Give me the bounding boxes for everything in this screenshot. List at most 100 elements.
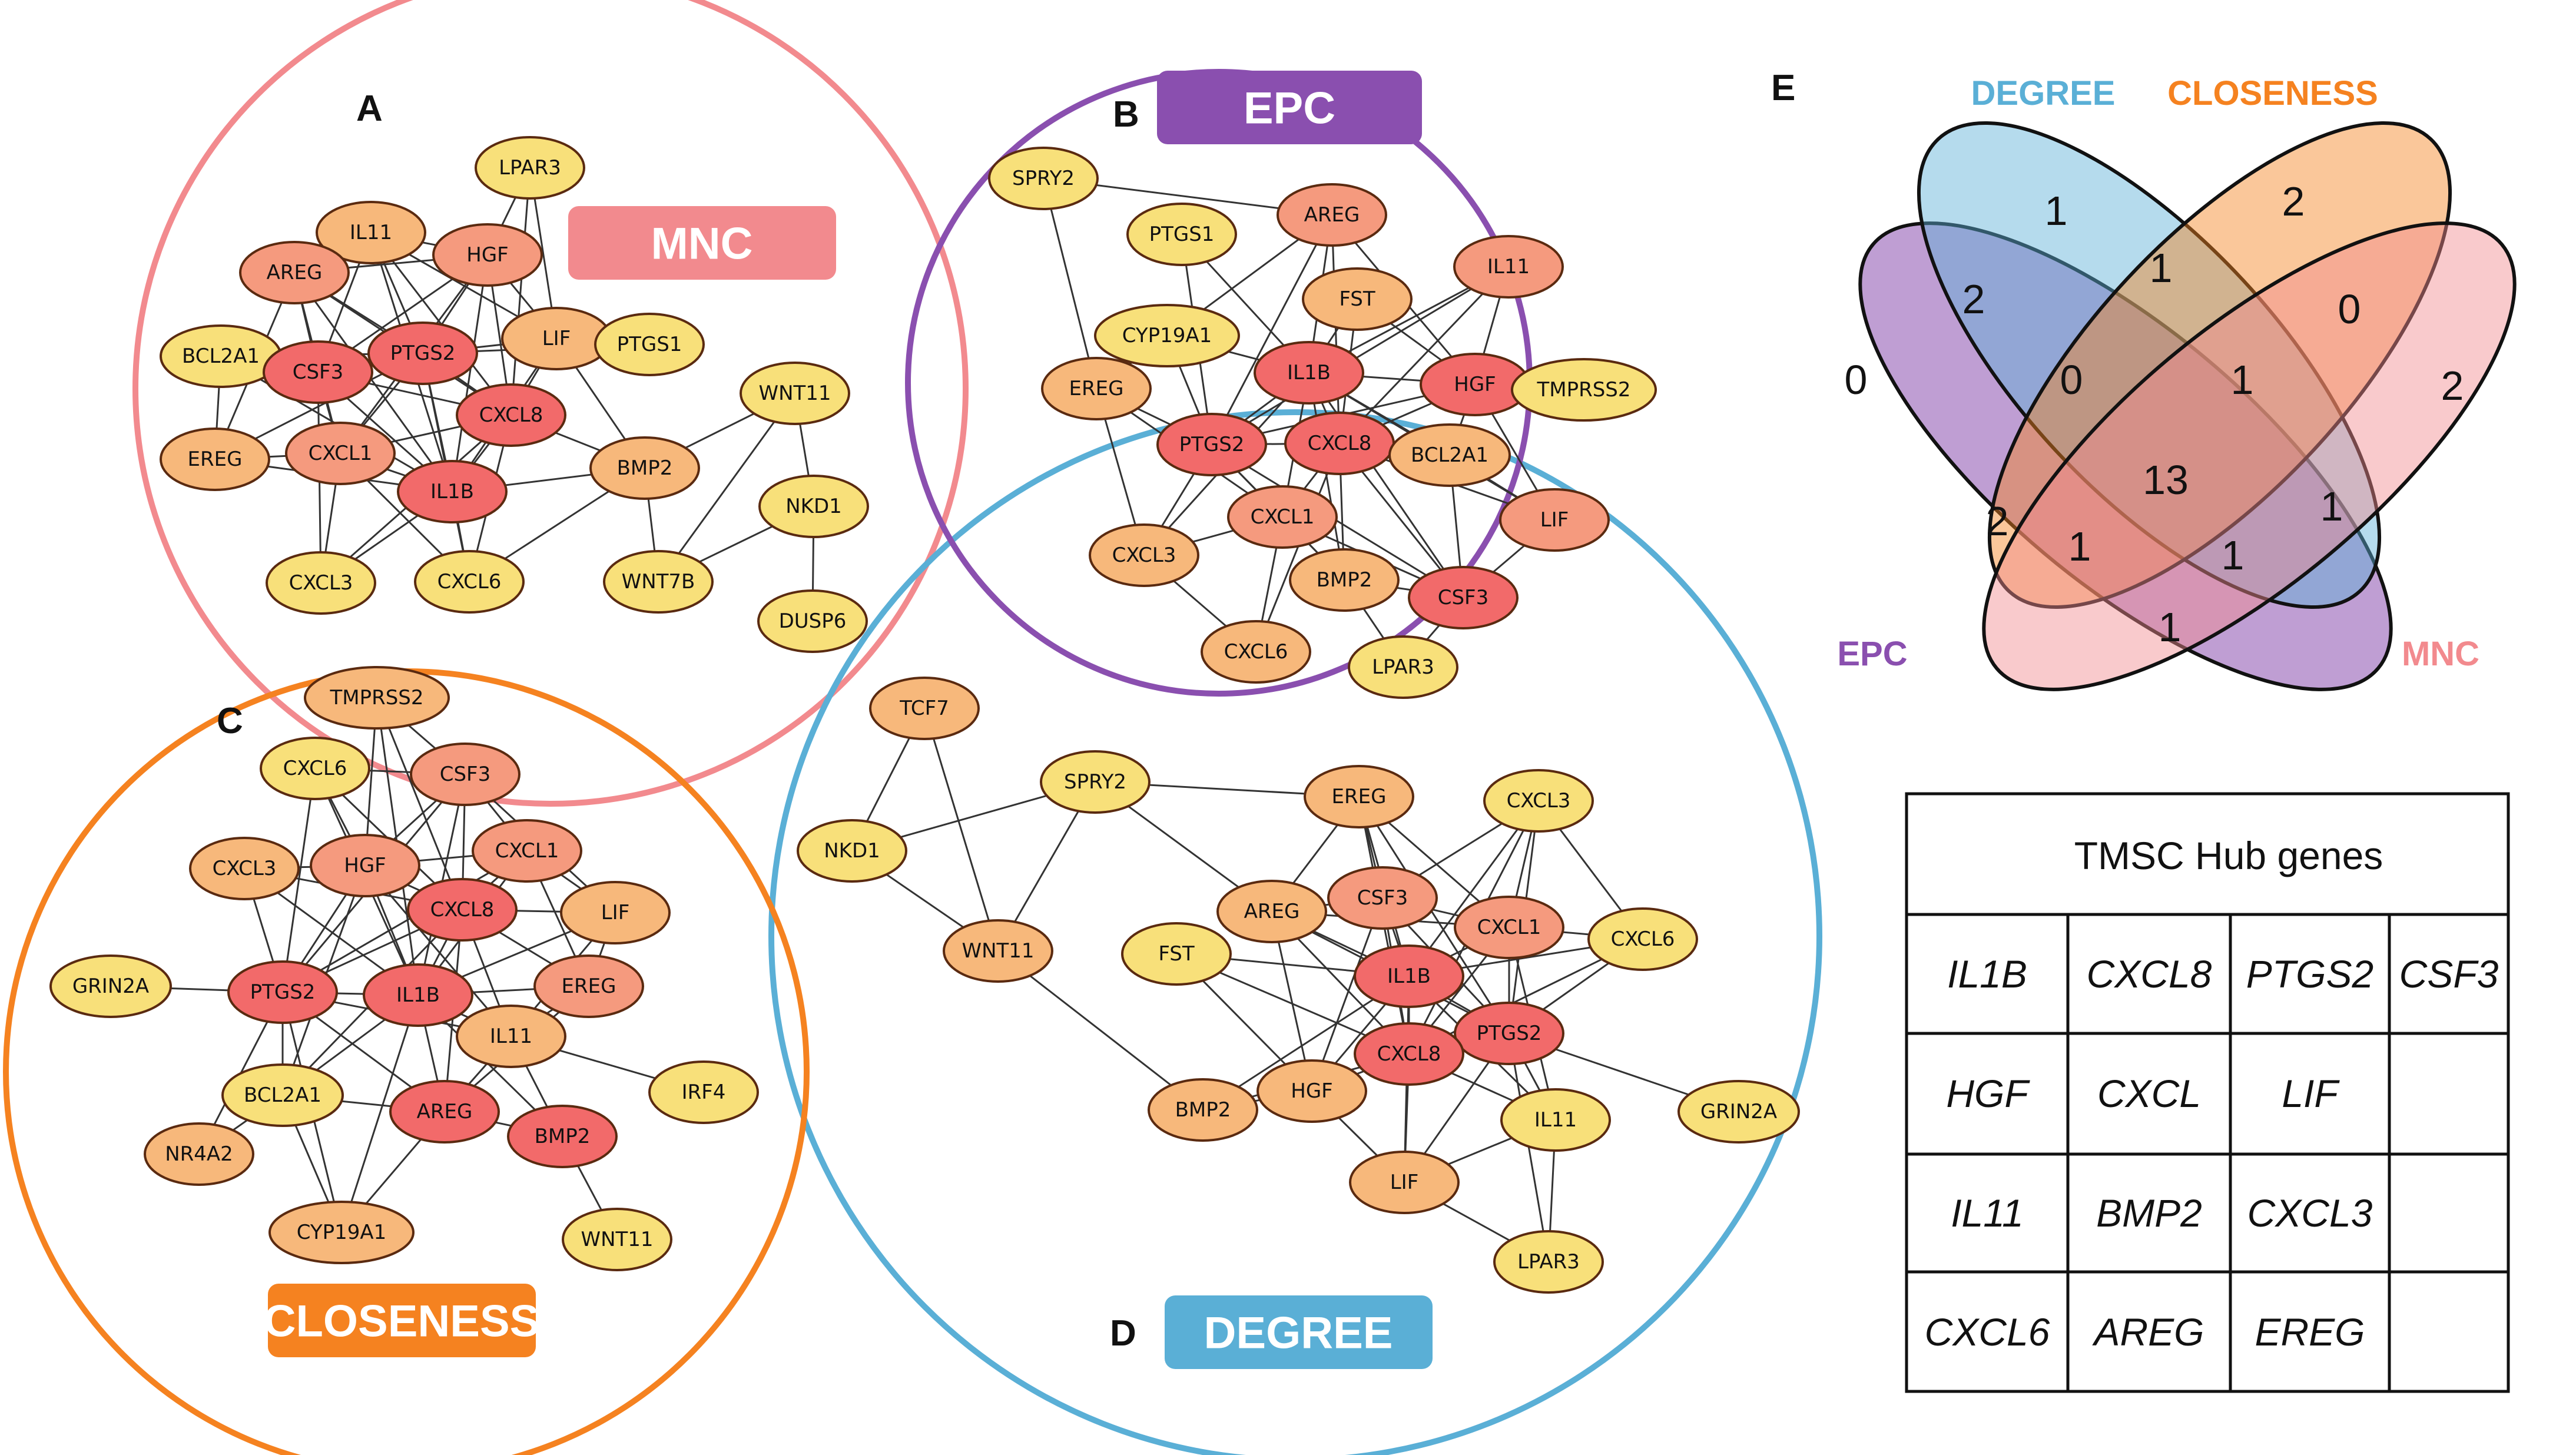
gene-node: CXCL6: [414, 550, 525, 614]
panel-letter-e: E: [1771, 68, 1795, 108]
gene-node-shape: [1453, 235, 1564, 299]
gene-node: LIF: [1349, 1151, 1460, 1214]
gene-node-label: HGF: [1291, 1079, 1332, 1103]
gene-node: CXCL6: [260, 737, 370, 800]
gene-node: BCL2A1: [1388, 423, 1511, 487]
hub-gene-cell: CXCL6: [1925, 1310, 2050, 1354]
badge-mnc: MNC: [568, 206, 836, 280]
gene-node-shape: [1289, 548, 1400, 612]
venn-count-degree-closeness: 1: [2150, 245, 2173, 291]
gene-node: CXCL3: [1089, 523, 1199, 587]
gene-node-label: FST: [1339, 287, 1375, 311]
gene-node-shape: [227, 960, 338, 1024]
hub-gene-cell: IL1B: [1947, 952, 2027, 996]
gene-node: LIF: [501, 307, 612, 370]
gene-node: AREG: [1277, 183, 1387, 247]
gene-node-label: IL1B: [396, 983, 440, 1007]
gene-node-shape: [1483, 769, 1594, 833]
gene-node-label: CXCL3: [289, 571, 353, 595]
gene-node-label: IL1B: [1387, 965, 1431, 988]
gene-node: EREG: [160, 427, 270, 491]
gene-node-shape: [260, 737, 370, 800]
hub-gene-cell: EREG: [2255, 1310, 2365, 1354]
gene-node: CYP19A1: [268, 1201, 415, 1264]
gene-node: BMP2: [1289, 548, 1400, 612]
gene-node-shape: [1511, 358, 1657, 422]
gene-node-shape: [507, 1105, 618, 1168]
gene-node-label: CXCL1: [309, 442, 373, 465]
gene-node-shape: [310, 834, 420, 897]
gene-node-label: CXCL8: [1308, 432, 1372, 455]
gene-node: PTGS1: [1126, 203, 1237, 266]
gene-node-shape: [757, 589, 868, 653]
gene-node-shape: [589, 436, 700, 500]
hub-gene-cell: HGF: [1946, 1072, 2030, 1115]
gene-node: DUSP6: [757, 589, 868, 653]
hub-gene-cell: PTGS2: [2246, 952, 2373, 996]
gene-node: CXCL3: [189, 837, 300, 900]
gene-node-label: LIF: [601, 901, 630, 924]
gene-node-shape: [1348, 635, 1458, 699]
gene-node: CXCL1: [1454, 896, 1564, 959]
gene-node-shape: [1094, 304, 1240, 367]
badge-closeness: CLOSENESS: [264, 1284, 539, 1357]
gene-node: HGF: [1420, 353, 1530, 416]
panel-letter-d: D: [1110, 1313, 1136, 1354]
gene-node-shape: [49, 954, 172, 1018]
gene-node-shape: [268, 1201, 415, 1264]
gene-node: FST: [1121, 922, 1232, 986]
edge: [451, 254, 489, 492]
gene-node: IL11: [1453, 235, 1564, 299]
venn-count-epc-degree-mnc: 1: [2222, 532, 2245, 578]
venn-count-epc-closeness-mnc: 1: [2068, 523, 2091, 569]
gene-node-shape: [943, 919, 1053, 983]
venn-label-closeness: CLOSENESS: [2167, 74, 2378, 112]
gene-node: CXCL8: [1354, 1022, 1464, 1086]
venn-count-degree-closeness-mnc: 1: [2231, 357, 2254, 403]
venn-ellipse-closeness: [1987, 121, 2452, 609]
gene-node-shape: [1126, 203, 1237, 266]
gene-node-label: CYP19A1: [1122, 324, 1212, 347]
venn-count-epc-mnc: 1: [2159, 604, 2182, 650]
gene-node-shape: [1587, 907, 1698, 971]
gene-node-label: IL11: [1534, 1108, 1577, 1132]
gene-node-shape: [1454, 896, 1564, 959]
gene-node-shape: [1354, 944, 1464, 1008]
gene-node-shape: [797, 819, 907, 883]
gene-node: HGF: [1256, 1059, 1367, 1123]
gene-node-label: FST: [1158, 942, 1195, 966]
gene-node-shape: [758, 475, 869, 538]
gene-node-label: NKD1: [824, 839, 880, 863]
gene-node-label: IL11: [490, 1025, 532, 1048]
gene-node: GRIN2A: [49, 954, 172, 1018]
gene-node-label: PTGS2: [1179, 433, 1245, 456]
gene-node-label: CXCL8: [430, 898, 495, 922]
gene-node-label: PTGS2: [250, 980, 316, 1004]
gene-node: IL1B: [363, 963, 473, 1027]
gene-node-shape: [1040, 750, 1151, 814]
edge: [376, 697, 463, 910]
gene-node-shape: [389, 1080, 500, 1144]
hub-gene-cell: IL11: [1951, 1191, 2024, 1235]
panel-d-circle: [768, 409, 1822, 1455]
venn-count-epc-closeness: 2: [1986, 498, 2009, 544]
gene-node-label: IL11: [350, 221, 392, 244]
hub-table-title: TMSC Hub genes: [2074, 834, 2383, 877]
gene-node-label: CXCL6: [1611, 927, 1675, 951]
venn-count-mnc-only: 2: [2441, 363, 2464, 409]
gene-node: GRIN2A: [1677, 1080, 1800, 1144]
gene-node-shape: [1354, 1022, 1464, 1086]
gene-node-label: EREG: [188, 448, 243, 471]
gene-node-shape: [1254, 341, 1364, 405]
gene-node-shape: [560, 881, 671, 944]
gene-node: CXCL3: [1483, 769, 1594, 833]
gene-node-label: AREG: [1244, 900, 1300, 923]
venn-count-epc-only: 0: [1845, 357, 1868, 403]
gene-node-label: BCL2A1: [182, 344, 260, 368]
gene-node: IL1B: [1254, 341, 1364, 405]
gene-node: PTGS2: [1156, 413, 1267, 476]
gene-node-shape: [1156, 413, 1267, 476]
gene-node-label: CXCL8: [1377, 1042, 1441, 1066]
